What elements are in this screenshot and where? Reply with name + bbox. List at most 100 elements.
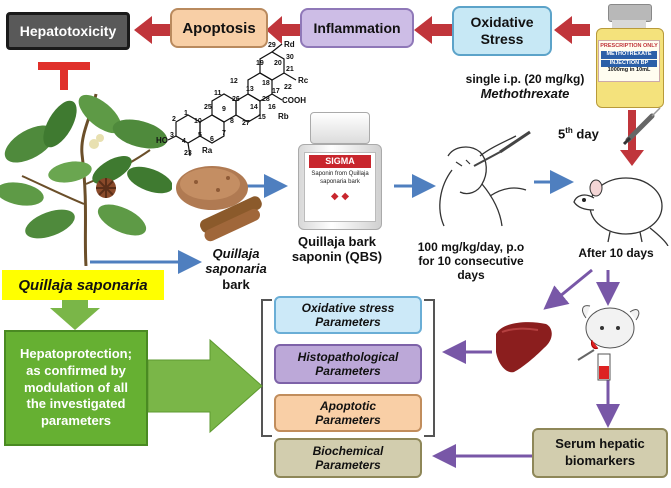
bark-label: Quillaja saponaria bark <box>196 246 276 292</box>
oxidative-stress-label-line1: Oxidative <box>470 14 534 31</box>
chem-rb: Rb <box>278 112 289 121</box>
chem-n23: 23 <box>184 150 192 157</box>
chem-n10: 10 <box>194 118 202 125</box>
chem-n9: 9 <box>222 106 226 113</box>
plant-label: Quillaja saponaria <box>18 276 148 294</box>
purple-arrow-rat-to-liver <box>543 268 593 310</box>
fifth-day-sup: th <box>565 126 573 135</box>
serum-box: Serum hepatic biomarkers <box>532 428 668 478</box>
bark-label-line2: saponaria <box>205 261 267 277</box>
param-box-histopathological: Histopathological Parameters <box>274 344 422 384</box>
param-histopathological-line2: Parameters <box>315 364 381 378</box>
hepatoprotection-line2: as confirmed by <box>26 362 126 378</box>
param-apoptotic-line2: Parameters <box>315 413 381 427</box>
bracket-icon-left <box>261 299 272 437</box>
gavage-hand-icon <box>439 130 531 227</box>
after-label-text: After 10 days <box>578 246 654 260</box>
chem-cooh: COOH <box>282 96 306 105</box>
chem-n6: 6 <box>210 136 214 143</box>
chem-n8: 8 <box>230 118 234 125</box>
bottle-text2: saponaria bark <box>320 178 360 185</box>
quillaja-plant-icon <box>0 93 172 266</box>
chem-n7: 7 <box>222 130 226 137</box>
chem-ra: Ra <box>202 146 213 155</box>
serum-line1: Serum hepatic <box>555 436 645 452</box>
chem-n4: 4 <box>182 138 186 145</box>
bracket-icon-right <box>424 299 435 437</box>
green-arrow-plant-to-hepatoprotection <box>50 298 100 330</box>
red-arrow-apoptosis-to-hepatotoxicity <box>134 16 170 44</box>
vial-text-line3: INJECTION BP <box>601 59 657 68</box>
qbs-label-line2: saponin (QBS) <box>291 249 383 265</box>
apoptosis-box: Apoptosis <box>170 8 268 48</box>
red-arrow-inflammation-to-apoptosis <box>266 16 300 44</box>
fifth-day-prefix: 5 <box>558 126 566 142</box>
chem-rc: Rc <box>298 76 309 85</box>
dose-line1: single i.p. (20 mg/kg) <box>465 72 585 86</box>
chem-n15: 15 <box>258 114 266 121</box>
hepatotoxicity-box: Hepatotoxicity <box>6 12 130 50</box>
dosage-line1: 100 mg/kg/day, p.o <box>417 240 525 254</box>
plant-label-box: Quillaja saponaria <box>2 270 164 300</box>
hepatotoxicity-label: Hepatotoxicity <box>19 23 117 39</box>
dose-label: single i.p. (20 mg/kg) Methothrexate <box>452 72 598 101</box>
inflammation-label: Inflammation <box>313 20 401 36</box>
chem-n12: 12 <box>230 78 238 85</box>
green-arrow-hepatoprotection-to-params <box>147 338 263 434</box>
chem-n16: 16 <box>268 104 276 111</box>
chem-n2: 2 <box>172 116 176 123</box>
bottle-text1: Saponin from Quillaja <box>311 170 369 177</box>
chem-n29: 29 <box>268 42 276 49</box>
chem-n28: 28 <box>262 96 270 103</box>
param-box-apoptotic: Apoptotic Parameters <box>274 394 422 432</box>
liver-icon <box>496 322 552 373</box>
saponin-structure-icon <box>167 43 297 157</box>
vial-text-line1: PRESCRIPTION ONLY <box>600 43 658 49</box>
hepatoprotection-line1: Hepatoprotection; <box>20 345 132 361</box>
hepatoprotection-line3: modulation of all <box>24 379 128 395</box>
chem-n13: 13 <box>246 86 254 93</box>
chem-n14: 14 <box>250 104 258 111</box>
red-arrow-syringe-to-rat <box>620 110 644 166</box>
dosage-line2: for 10 consecutive days <box>418 254 524 283</box>
param-biochemical-line1: Biochemical <box>312 443 384 458</box>
oxidative-stress-box: Oxidative Stress <box>452 6 552 56</box>
param-box-biochemical: Biochemical Parameters <box>274 438 422 478</box>
qbs-label-line1: Quillaja bark <box>297 234 377 249</box>
chem-n18: 18 <box>262 80 270 87</box>
rat-icon <box>573 177 669 246</box>
param-oxidative-line2: Parameters <box>315 315 381 329</box>
chem-n27: 27 <box>242 120 250 127</box>
chem-n20: 20 <box>274 60 282 67</box>
fifth-day-suffix: day <box>572 126 599 142</box>
chem-n22: 22 <box>284 84 292 91</box>
hepatoprotection-line5: parameters <box>40 413 112 429</box>
fifth-day-label: 5th day <box>558 126 599 142</box>
bark-powder-icon <box>176 166 262 242</box>
bark-label-line3: bark <box>222 276 250 292</box>
dose-line2: Methothrexate <box>480 86 570 102</box>
apoptosis-label: Apoptosis <box>182 19 256 37</box>
qbs-label: Quillaja bark saponin (QBS) <box>282 234 392 265</box>
red-arrow-oxidative-to-inflammation <box>414 16 452 44</box>
chem-n26: 26 <box>232 96 240 103</box>
vial-text-line4: 1000mg in 10mL <box>607 67 651 74</box>
param-biochemical-line2: Parameters <box>315 458 381 472</box>
chem-n3: 3 <box>170 132 174 139</box>
bark-label-line1: Quillaja <box>212 246 260 261</box>
bottle-brand: SIGMA <box>309 155 371 168</box>
oxidative-stress-label-line2: Stress <box>480 31 524 47</box>
chem-n21: 21 <box>286 66 294 73</box>
vial-text-line2: METHOTREXATE <box>601 51 657 59</box>
inhibit-icon <box>38 62 90 90</box>
param-histopathological-line1: Histopathological <box>297 349 399 364</box>
param-box-oxidative: Oxidative stress Parameters <box>274 296 422 334</box>
chem-n30: 30 <box>286 54 294 61</box>
after-label: After 10 days <box>562 246 670 260</box>
chem-n19: 19 <box>256 60 264 67</box>
param-oxidative-line1: Oxidative stress <box>301 300 395 315</box>
chem-n17: 17 <box>272 88 280 95</box>
red-arrow-vial-to-oxidative <box>554 16 590 44</box>
chem-rd: Rd <box>284 40 295 49</box>
